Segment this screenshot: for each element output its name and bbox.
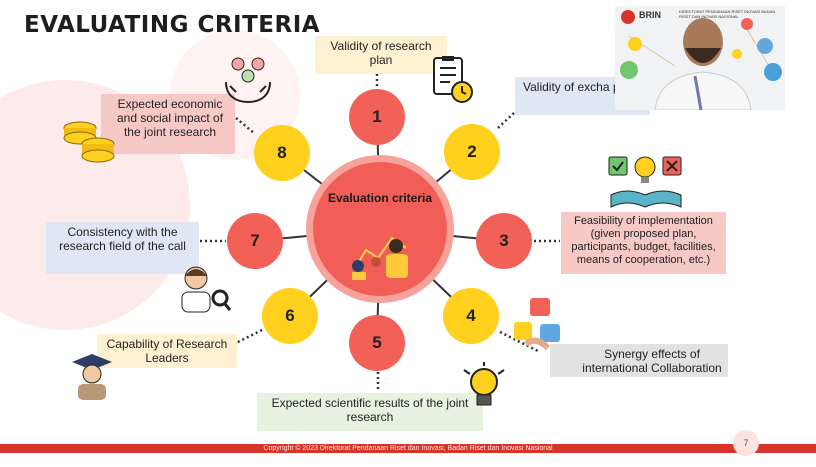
video-org-subtitle: DIREKTORAT PENDANAAN RISET INOVASI BADAN… [679,9,776,19]
checklist-clock-icon [433,56,473,103]
footer-bar [0,444,816,453]
center-label: Evaluation criteria [327,191,433,205]
team-chart-icon [352,236,408,280]
criterion-3-label: Feasibility of implementation (given pro… [561,212,726,274]
page-number: 7 [733,430,759,456]
criterion-6-circle: 6 [262,288,318,344]
criterion-1-label: Validity of research plan [315,36,447,74]
center-circle: Evaluation criteria [313,162,447,296]
criterion-6-label: Capability of Research Leaders [97,334,237,368]
criterion-7-circle: 7 [227,213,283,269]
coins-icon [63,121,115,163]
book-ideas-icon [608,156,682,208]
slide-title: EVALUATING CRITERIA [24,12,321,38]
network-background [620,18,782,110]
graduate-icon [72,354,112,400]
criterion-7-label: Consistency with the research field of t… [46,222,199,274]
scientist-icon [181,266,232,313]
puzzle-hands-icon [514,298,560,351]
criterion-2-circle: 2 [444,124,500,180]
criterion-3-circle: 3 [476,213,532,269]
criterion-5-label: Expected scientific results of the joint… [257,393,483,431]
people-hands-icon [225,57,271,104]
footer-copyright: Copyright © 2023 Direktorat Pendanaan Ri… [263,445,553,452]
criterion-8-circle: 8 [254,125,310,181]
criterion-5-circle: 5 [349,315,405,371]
brin-logo-icon [621,10,635,24]
criterion-4-label: Synergy effects of international Collabo… [550,344,728,377]
criterion-1-circle: 1 [349,89,405,145]
lightbulb-icon [463,362,505,406]
criterion-8-label: Expected economic and social impact of t… [101,94,235,154]
criterion-4-circle: 4 [443,288,499,344]
video-org-name: BRIN [639,10,661,20]
video-thumbnail[interactable]: BRIN DIREKTORAT PENDANAAN RISET INOVASI … [615,6,785,110]
